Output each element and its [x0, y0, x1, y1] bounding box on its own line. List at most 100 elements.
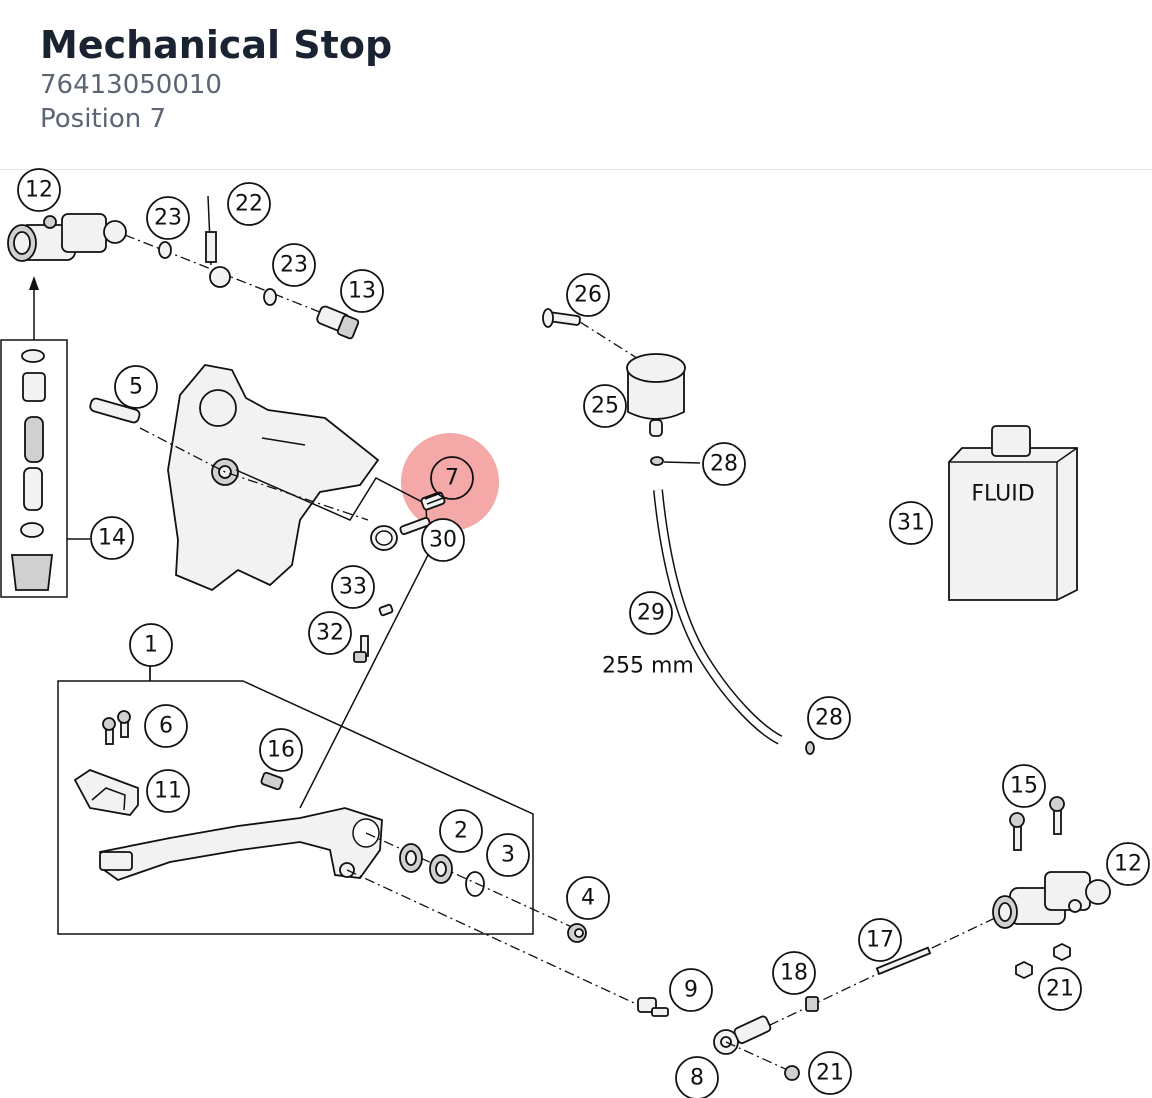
callout-26[interactable]: 26: [566, 273, 610, 317]
callout-1[interactable]: 1: [129, 623, 173, 667]
tread-plate-11[interactable]: [73, 768, 139, 816]
svg-text:32: 32: [316, 621, 344, 646]
svg-text:5: 5: [129, 375, 143, 400]
kit-box-1: [57, 660, 534, 935]
svg-text:11: 11: [154, 779, 182, 804]
svg-text:1: 1: [144, 633, 158, 658]
svg-text:14: 14: [98, 526, 126, 551]
banjo-bolt-13[interactable]: [316, 305, 360, 340]
svg-text:6: 6: [159, 714, 173, 739]
footrest-bracket[interactable]: [167, 364, 380, 592]
svg-text:16: 16: [267, 738, 295, 763]
callout-17[interactable]: 17: [858, 918, 902, 962]
svg-text:22: 22: [235, 192, 263, 217]
svg-text:17: 17: [866, 928, 894, 953]
part-number: 76413050010: [40, 70, 222, 100]
callout-22[interactable]: 22: [227, 182, 271, 226]
svg-text:12: 12: [1114, 852, 1142, 877]
master-cylinder-top[interactable]: [7, 213, 127, 262]
bolt-26[interactable]: [542, 308, 581, 328]
screw-32[interactable]: [353, 635, 369, 663]
callout-9[interactable]: 9: [669, 968, 713, 1012]
pin-5[interactable]: [89, 397, 141, 424]
callout-3[interactable]: 3: [486, 833, 530, 877]
screws-6[interactable]: [102, 710, 131, 745]
callout-12-bottom[interactable]: 12: [1106, 842, 1150, 886]
callout-8[interactable]: 8: [675, 1056, 719, 1098]
callout-23-b[interactable]: 23: [272, 243, 316, 287]
callout-13[interactable]: 13: [340, 269, 384, 313]
callout-12-top[interactable]: 12: [17, 168, 61, 212]
master-cylinder-bottom[interactable]: [992, 871, 1111, 929]
ring-3[interactable]: [465, 871, 485, 897]
svg-text:2: 2: [454, 819, 468, 844]
callout-15[interactable]: 15: [1002, 764, 1046, 808]
callout-25[interactable]: 25: [583, 384, 627, 428]
kit-14-parts: [10, 349, 54, 591]
nut-21b[interactable]: [784, 1065, 800, 1081]
spring-33[interactable]: [378, 603, 394, 617]
banjo-22[interactable]: [205, 195, 231, 288]
clevis-8[interactable]: [713, 1015, 772, 1055]
position-label: Position 7: [40, 104, 167, 134]
svg-text:21: 21: [816, 1061, 844, 1086]
svg-text:21: 21: [1046, 977, 1074, 1002]
svg-text:29: 29: [637, 601, 665, 626]
callout-31[interactable]: 31: [889, 501, 933, 545]
svg-text:13: 13: [348, 279, 376, 304]
callout-21-a[interactable]: 21: [1038, 967, 1082, 1011]
nut-18[interactable]: [805, 996, 819, 1012]
callout-16[interactable]: 16: [259, 728, 303, 772]
washer-23b[interactable]: [263, 288, 277, 306]
callout-33[interactable]: 33: [331, 565, 375, 609]
svg-text:9: 9: [684, 978, 698, 1003]
svg-text:30: 30: [429, 528, 457, 553]
svg-text:12: 12: [25, 178, 53, 203]
callout-5[interactable]: 5: [114, 365, 158, 409]
svg-text:28: 28: [815, 706, 843, 731]
snap-ring-30[interactable]: [370, 517, 431, 551]
piston-9[interactable]: [637, 997, 669, 1017]
svg-text:8: 8: [690, 1066, 704, 1091]
fluid-label: FLUID: [971, 482, 1034, 507]
screws-15[interactable]: [1009, 796, 1065, 851]
svg-text:15: 15: [1010, 774, 1038, 799]
reservoir-25[interactable]: [626, 353, 686, 437]
callout-7[interactable]: 7: [430, 456, 474, 500]
nut-4[interactable]: [567, 923, 587, 943]
svg-text:7: 7: [445, 466, 459, 491]
callout-2[interactable]: 2: [439, 809, 483, 853]
washer-23a[interactable]: [158, 241, 172, 259]
kit-box-14: [0, 339, 68, 598]
svg-text:4: 4: [581, 886, 595, 911]
svg-text:25: 25: [591, 394, 619, 419]
callout-28-a[interactable]: 28: [702, 442, 746, 486]
callout-28-b[interactable]: 28: [807, 696, 851, 740]
header: Mechanical Stop 76413050010 Position 7: [40, 22, 392, 136]
brake-lever[interactable]: [98, 807, 383, 882]
callout-4[interactable]: 4: [566, 876, 610, 920]
callout-11[interactable]: 11: [146, 769, 190, 813]
callout-18[interactable]: 18: [772, 951, 816, 995]
callout-30[interactable]: 30: [421, 518, 465, 562]
callout-21-b[interactable]: 21: [808, 1051, 852, 1095]
clamp-28b[interactable]: [805, 741, 815, 755]
callout-32[interactable]: 32: [308, 611, 352, 655]
callout-29[interactable]: 29: [629, 591, 673, 635]
svg-text:28: 28: [710, 452, 738, 477]
screw-16[interactable]: [260, 771, 284, 791]
svg-text:18: 18: [780, 961, 808, 986]
pushrod-17[interactable]: [875, 946, 932, 976]
callout-6[interactable]: 6: [144, 704, 188, 748]
svg-text:33: 33: [339, 575, 367, 600]
clamp-28a[interactable]: [650, 456, 664, 466]
hose-29[interactable]: [653, 489, 783, 745]
callout-23-a[interactable]: 23: [146, 196, 190, 240]
callout-14[interactable]: 14: [90, 516, 134, 560]
fluid-bottle-31: FLUID: [948, 425, 1078, 601]
nuts-21a[interactable]: [1015, 942, 1071, 980]
svg-text:23: 23: [280, 253, 308, 278]
header-divider: [0, 169, 1152, 170]
svg-text:23: 23: [154, 206, 182, 231]
